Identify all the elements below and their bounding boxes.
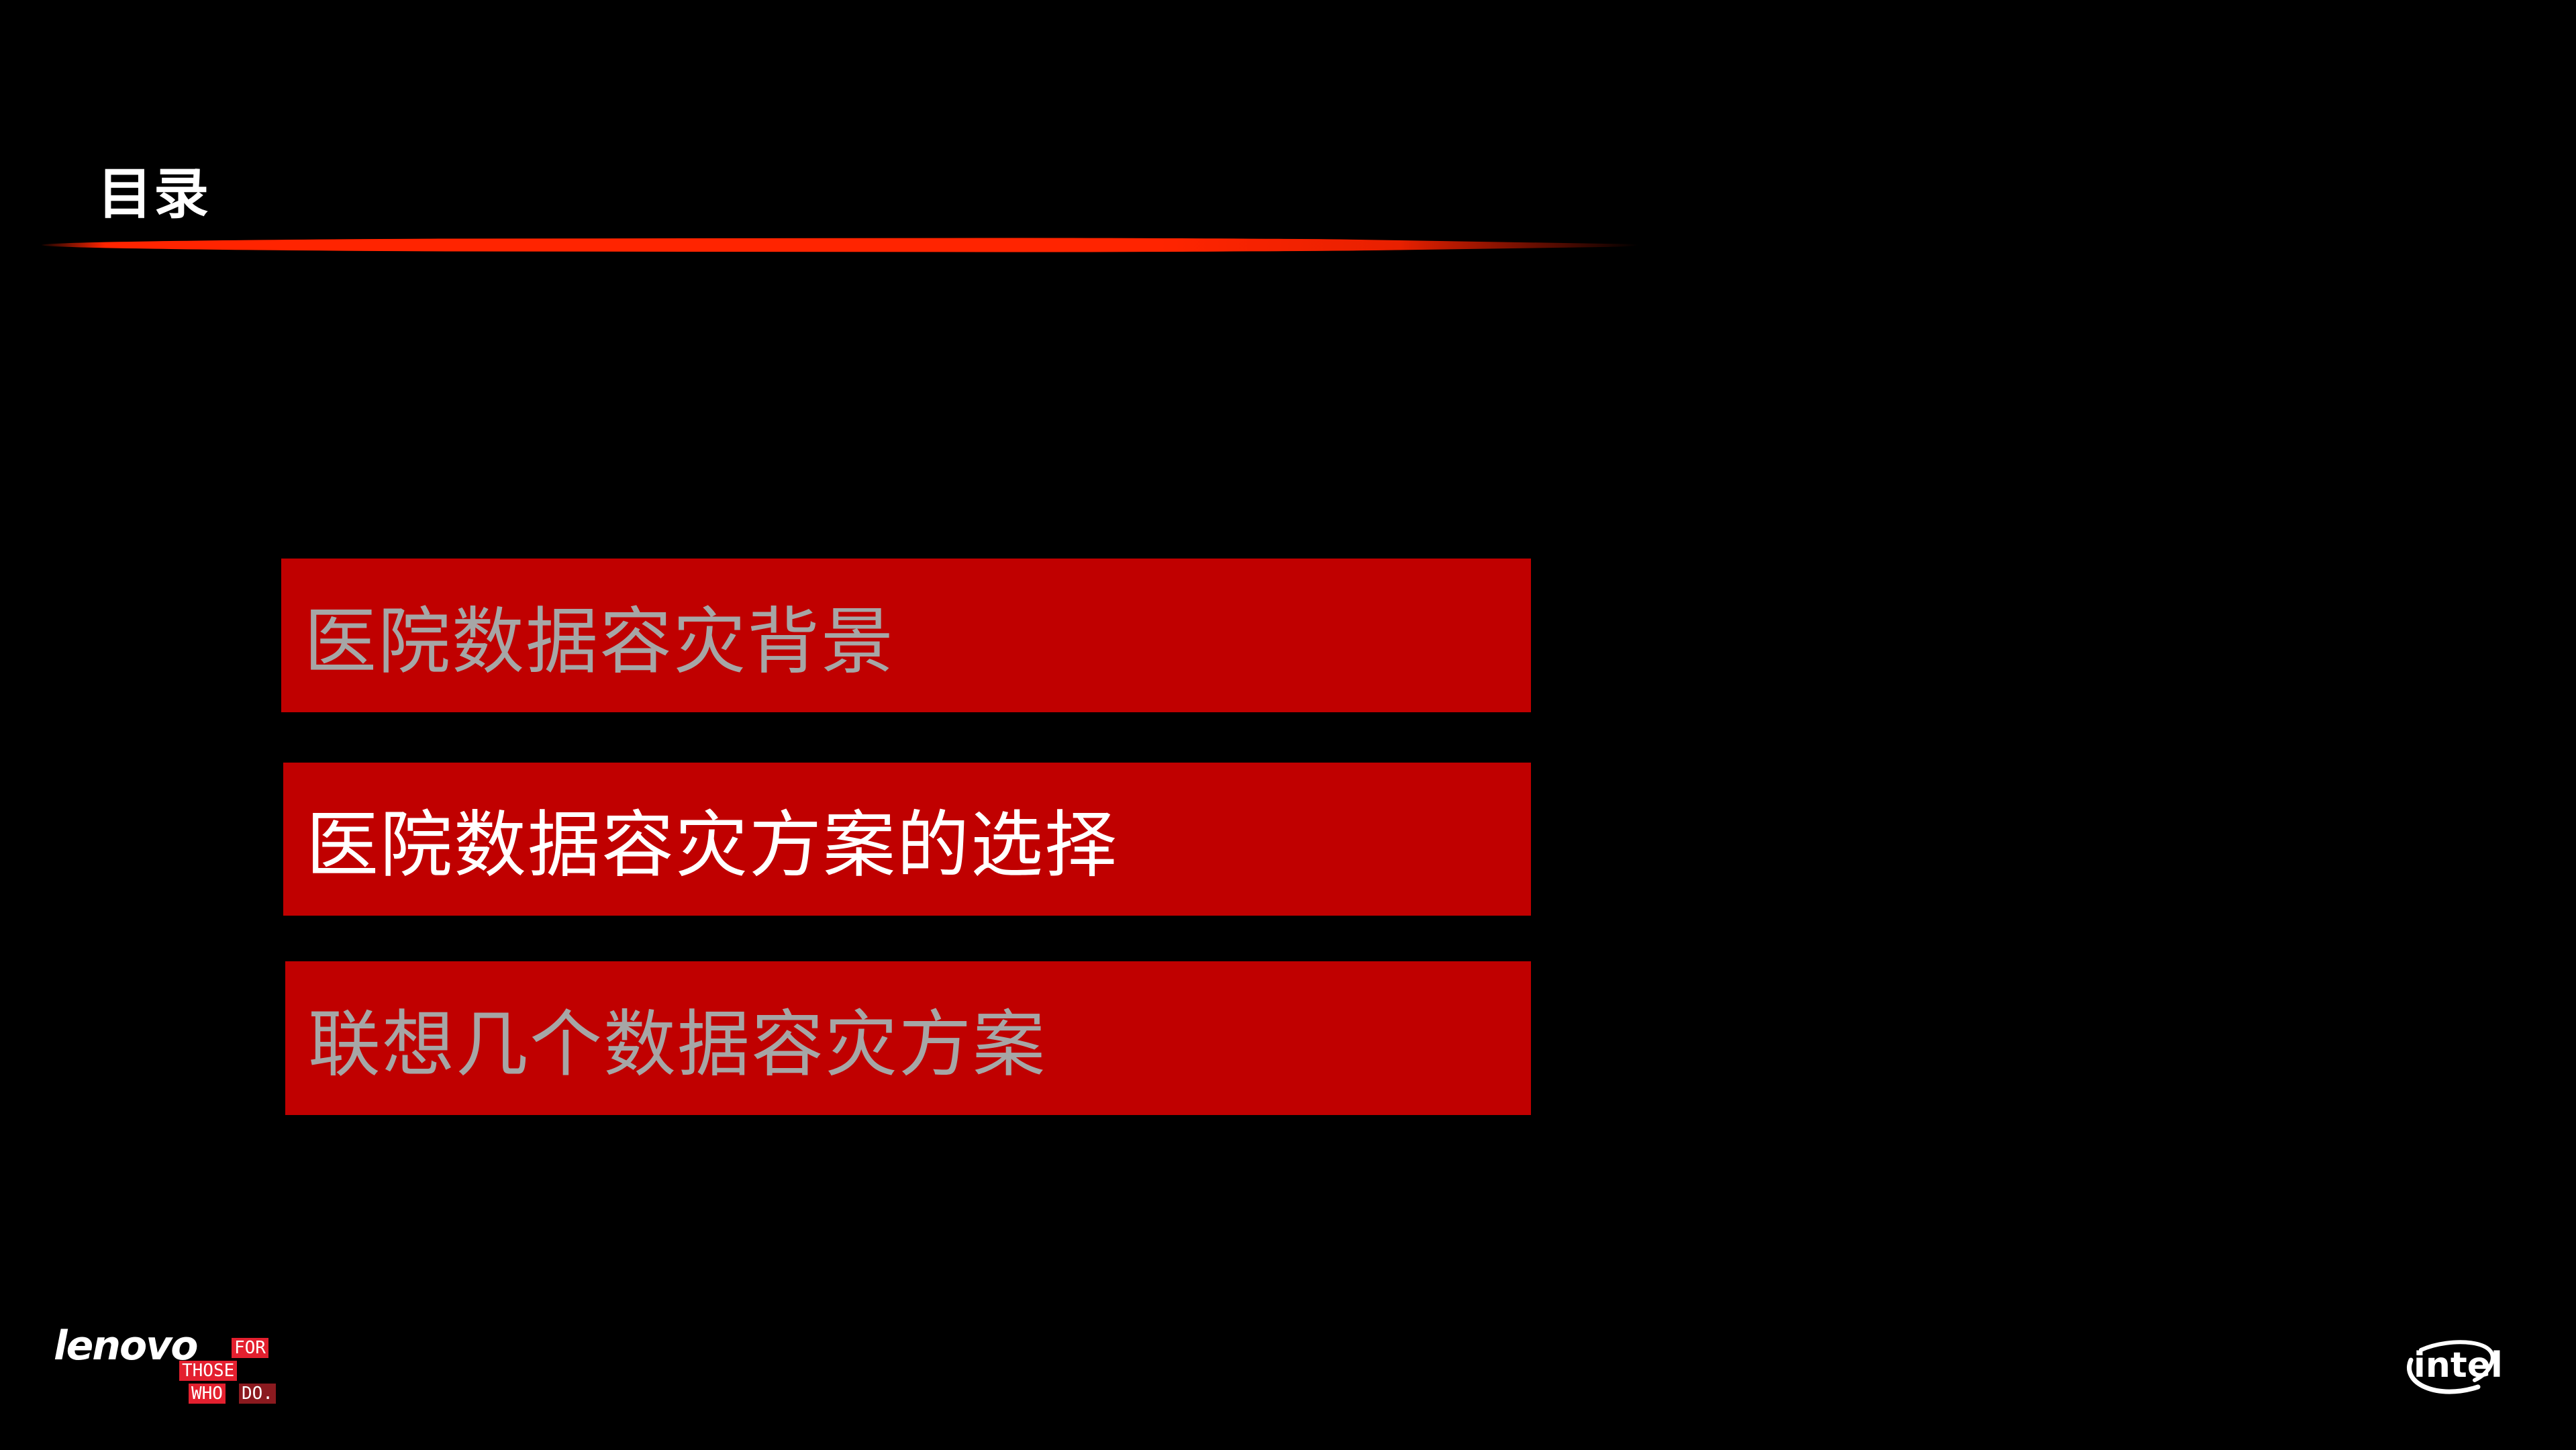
intel-swirl-icon (2407, 1340, 2495, 1394)
lenovo-logo: lenovo FOR THOSE WHO DO. (54, 1322, 276, 1404)
lenovo-tagline-who: WHO (189, 1384, 226, 1404)
toc-item-label: 医院数据容灾背景 (304, 599, 895, 684)
toc-item-background[interactable]: 医院数据容灾背景 (281, 559, 1531, 712)
lenovo-tagline-for: FOR (232, 1338, 268, 1358)
toc-item-solution-selection[interactable]: 医院数据容灾方案的选择 (283, 763, 1531, 916)
intel-wordmark: intel (2414, 1345, 2503, 1386)
toc-item-label: 联想几个数据容灾方案 (308, 1002, 1047, 1087)
lenovo-tagline-do: DO. (239, 1384, 276, 1404)
toc-item-lenovo-solutions[interactable]: 联想几个数据容灾方案 (285, 961, 1531, 1115)
intel-logo: intel (2397, 1333, 2505, 1400)
lenovo-wordmark: lenovo (54, 1322, 199, 1369)
lenovo-tagline-those: THOSE (179, 1361, 238, 1381)
slide-title: 目录 (97, 162, 211, 226)
toc-item-label: 医院数据容灾方案的选择 (306, 804, 1119, 887)
title-underline-divider (42, 238, 1639, 252)
